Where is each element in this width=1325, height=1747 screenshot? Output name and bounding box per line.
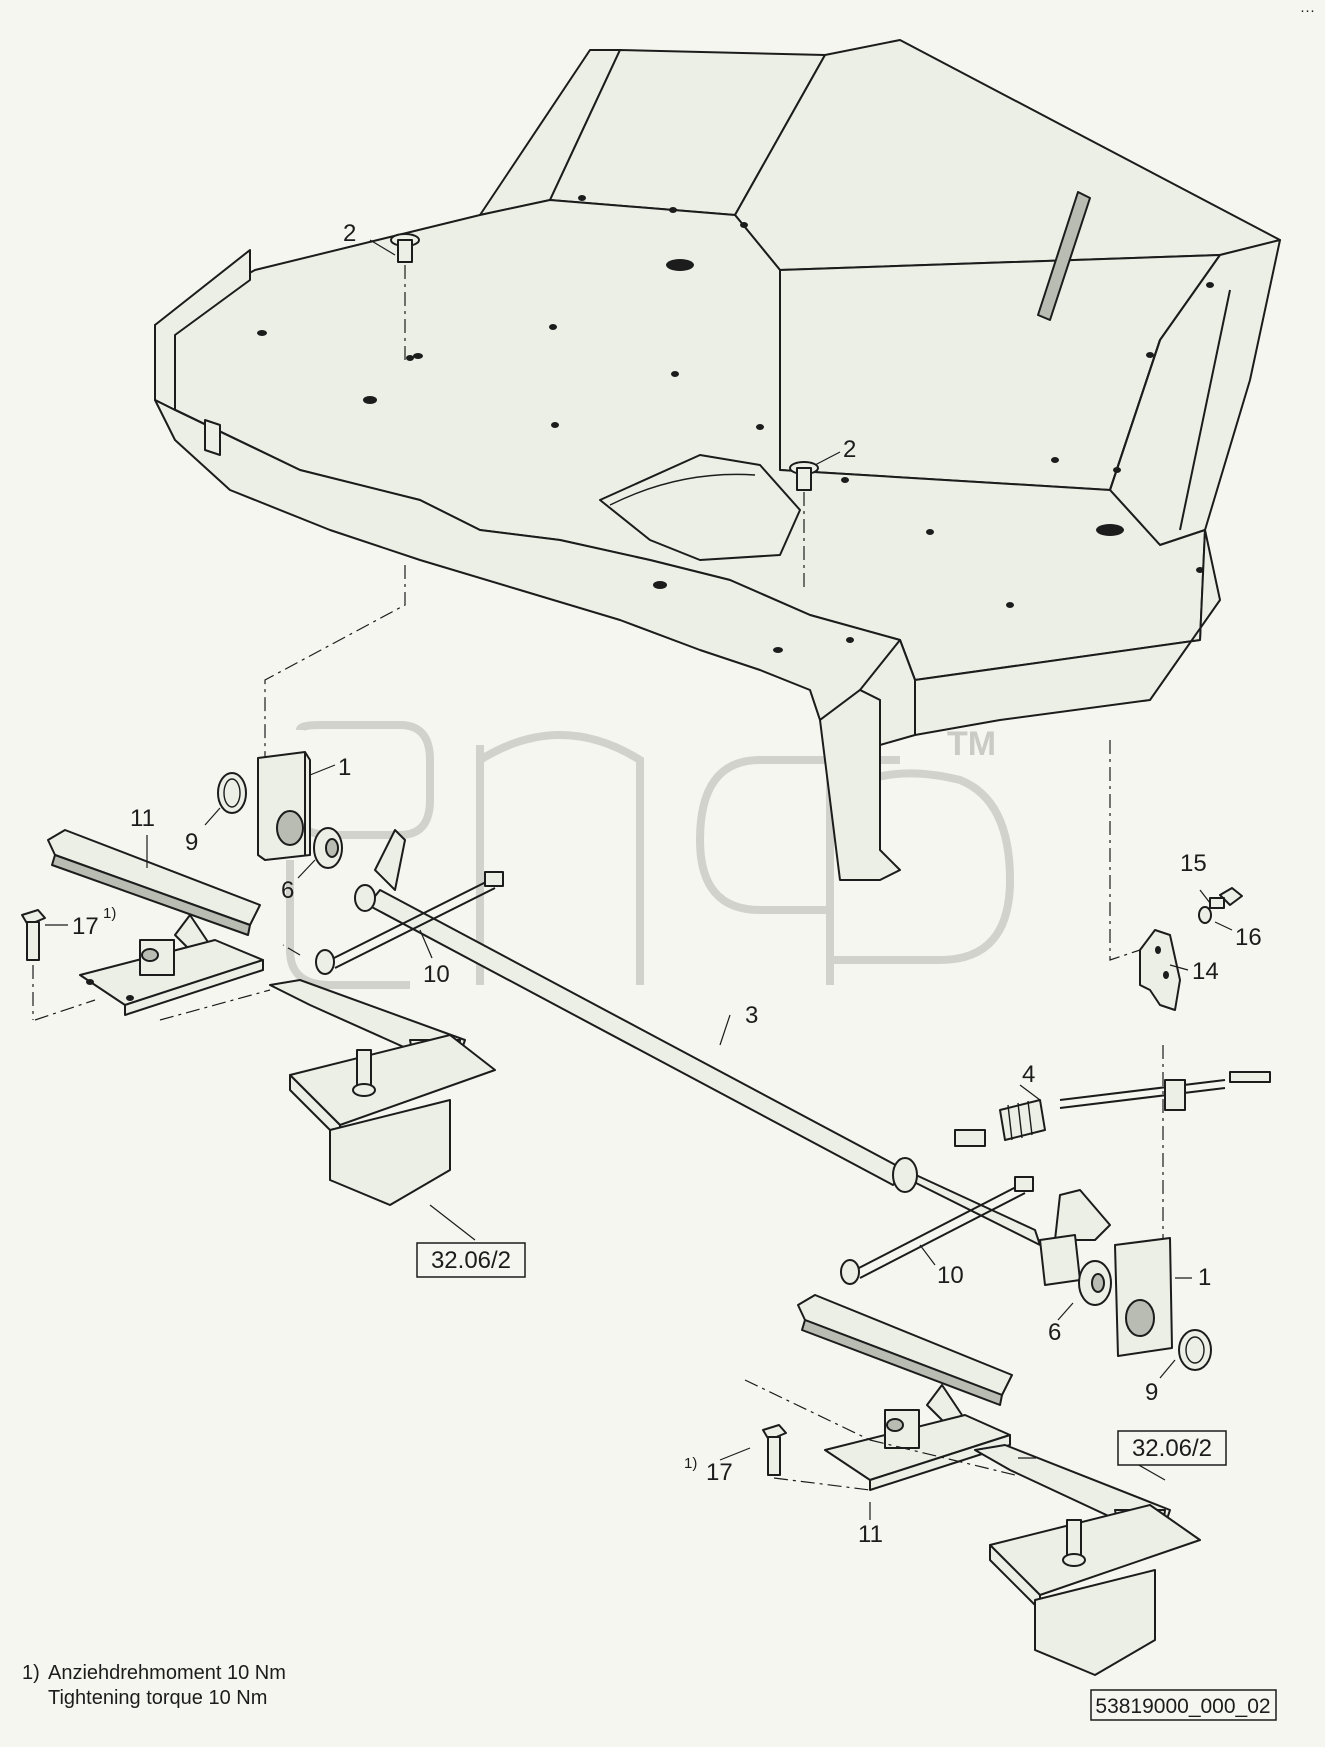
- footnote-line-en: Tightening torque 10 Nm: [48, 1687, 267, 1709]
- bracket-right: [1139, 929, 1181, 1011]
- callouts: 2 2 1 9 6 11 17 1) 10 3 4 15 16 14 1 10 …: [72, 220, 1262, 1548]
- reference-left-label: 32.06/2: [431, 1247, 511, 1274]
- callout-9-right: 9: [1145, 1379, 1158, 1406]
- reference-right: 32.06/2: [1117, 1430, 1227, 1466]
- callout-17-right: 17: [706, 1459, 733, 1486]
- screw-part-2-mid: [789, 461, 819, 491]
- corner-mark: ···: [1300, 2, 1315, 19]
- reference-right-label: 32.06/2: [1132, 1435, 1212, 1462]
- dash-link-left: [282, 944, 301, 956]
- callout-sup-right: 1): [684, 1455, 697, 1472]
- callout-11-right: 11: [858, 1521, 883, 1548]
- dash-left-block: [264, 565, 406, 758]
- callout-2-top: 2: [343, 220, 356, 247]
- retaining-ring-left: [217, 772, 247, 814]
- arm-right: [1039, 1189, 1111, 1286]
- washer-left: [313, 827, 343, 869]
- bolt-15: [1209, 887, 1243, 909]
- leader-lines: [45, 239, 1233, 1520]
- callout-11-left: 11: [130, 805, 155, 832]
- callout-2-mid: 2: [843, 436, 856, 463]
- bolt-left: [21, 909, 46, 961]
- callout-9-left: 9: [185, 829, 198, 856]
- retaining-ring-right: [1178, 1329, 1212, 1371]
- washer-right: [1078, 1260, 1112, 1306]
- callout-sup-left: 1): [103, 905, 116, 922]
- dash-bolt-right: [773, 1477, 871, 1491]
- dash-pedal-left: [34, 989, 271, 1021]
- callout-3: 3: [745, 1002, 758, 1029]
- watermark-tm: TM: [947, 725, 996, 763]
- dash-bracket: [1109, 740, 1141, 961]
- callout-1-left: 1: [338, 754, 351, 781]
- accelerator-pedal-right: [797, 1294, 1013, 1491]
- callout-17-left: 17: [72, 913, 99, 940]
- callout-15: 15: [1180, 850, 1207, 877]
- callout-10-left: 10: [423, 961, 450, 988]
- bolt-right: [762, 1424, 787, 1476]
- footnote: 1) Anziehdrehmoment 10 Nm Tightening tor…: [22, 1662, 286, 1709]
- footnote-line-de: Anziehdrehmoment 10 Nm: [48, 1662, 286, 1684]
- screw-part-2-top: [390, 233, 420, 263]
- footnote-marker: 1): [22, 1662, 40, 1684]
- washer-16: [1198, 906, 1212, 924]
- bearing-block-left: [257, 751, 311, 861]
- reference-left: 32.06/2: [416, 1242, 526, 1278]
- callout-6-left: 6: [281, 877, 294, 904]
- drawing-code-label: 53819000_000_02: [1095, 1695, 1270, 1718]
- floor-plate: [154, 39, 1281, 881]
- pedal-cover-left: [269, 979, 496, 1206]
- bearing-block-right: [1114, 1237, 1173, 1357]
- throttle-cable: [954, 1071, 1271, 1147]
- callout-4: 4: [1022, 1061, 1035, 1088]
- callout-16: 16: [1235, 924, 1262, 951]
- pedal-shaft: [354, 829, 1041, 1246]
- callout-10-right: 10: [937, 1262, 964, 1289]
- accelerator-pedal-left: [47, 829, 264, 1016]
- callout-1-right: 1: [1198, 1264, 1211, 1291]
- link-rod-left: [315, 871, 504, 975]
- callout-6-right: 6: [1048, 1319, 1061, 1346]
- pedal-cover-right: [974, 1444, 1201, 1676]
- dash-pedal-right: [744, 1379, 1016, 1476]
- floor-holes: [257, 195, 1214, 653]
- link-rod-right: [840, 1176, 1034, 1285]
- drawing-code: 53819000_000_02: [1090, 1689, 1277, 1721]
- callout-14: 14: [1192, 958, 1219, 985]
